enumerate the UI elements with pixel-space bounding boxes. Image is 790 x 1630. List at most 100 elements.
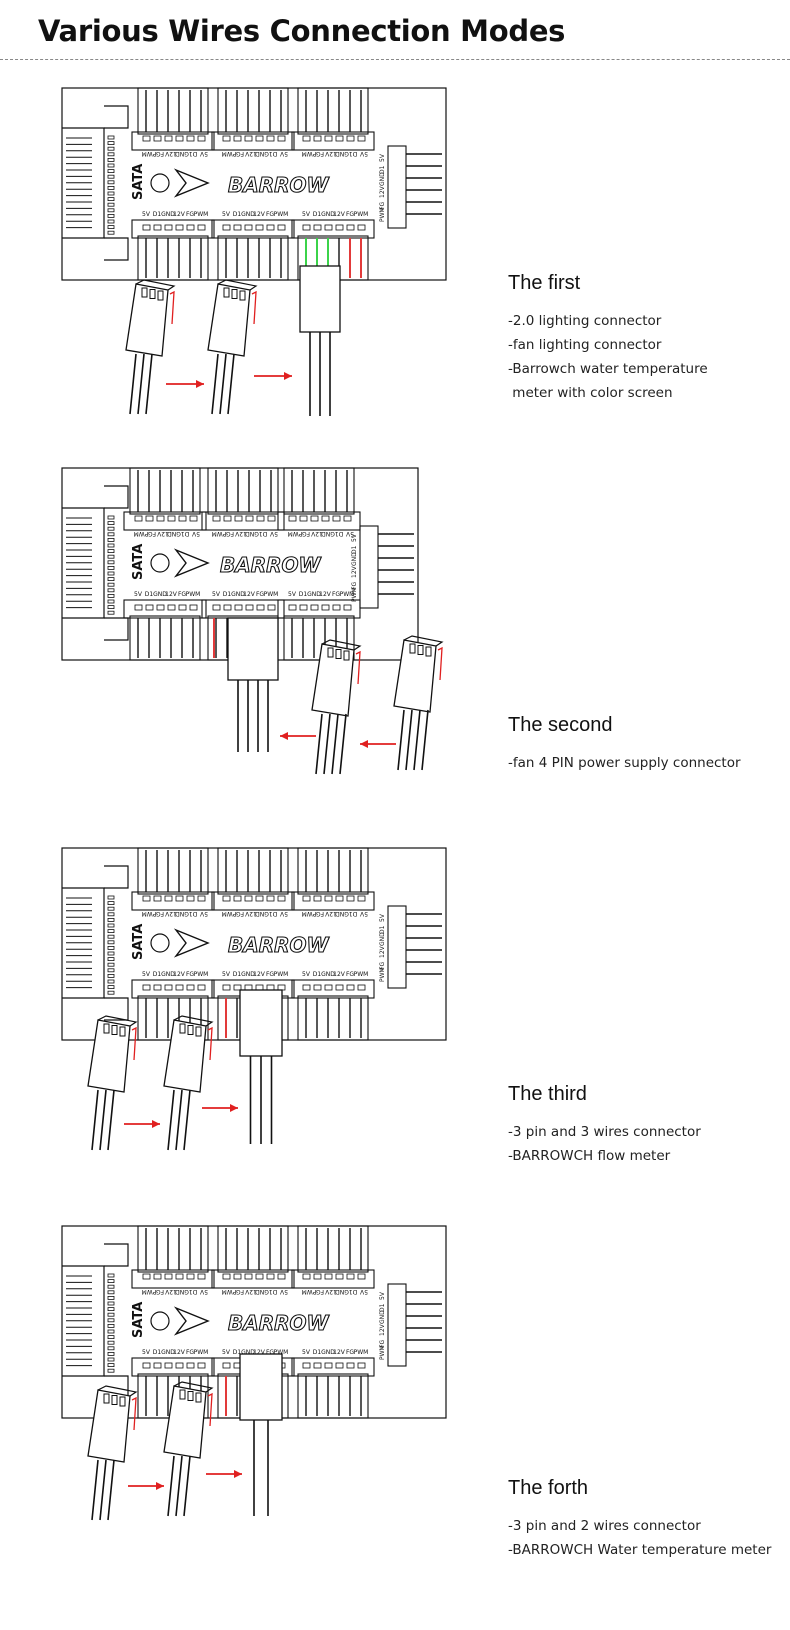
latch bbox=[437, 646, 443, 681]
pin-header bbox=[137, 87, 209, 135]
connector-slot bbox=[417, 645, 424, 655]
pin-header bbox=[137, 847, 209, 895]
sata-pad bbox=[107, 543, 115, 548]
pin-label-side: FG bbox=[379, 1340, 386, 1348]
pin-label-top: PWM bbox=[302, 910, 317, 917]
header-pad bbox=[164, 135, 173, 142]
sata-pad bbox=[107, 554, 115, 559]
pin-header bbox=[291, 979, 375, 999]
pin-label-top: FG bbox=[156, 1288, 164, 1295]
pin-label-top: GND bbox=[245, 530, 259, 537]
connector-body bbox=[311, 643, 355, 717]
sata-label: SATA bbox=[131, 544, 146, 580]
pin-label-bottom: 12V bbox=[253, 1349, 266, 1356]
sata-pad bbox=[107, 214, 115, 218]
connector-top bbox=[173, 1381, 214, 1393]
pin-label-bottom: FG bbox=[346, 971, 354, 978]
connector-4pin bbox=[227, 617, 279, 681]
connector-slot bbox=[231, 289, 238, 299]
pin-label-top: 12V bbox=[164, 150, 177, 157]
header-pad bbox=[357, 224, 366, 231]
header-pad bbox=[212, 515, 221, 522]
header-pad bbox=[222, 1273, 231, 1280]
pin-label-top: 5V bbox=[279, 1288, 288, 1295]
red-arrow-head bbox=[360, 740, 368, 748]
cable-wire bbox=[339, 713, 347, 775]
red-arrow-head bbox=[230, 1104, 238, 1112]
pin-label-top: 12V bbox=[244, 150, 257, 157]
pin-label-top: 12V bbox=[244, 910, 257, 917]
header-pad bbox=[222, 135, 231, 142]
pin-label-bottom: 12V bbox=[173, 211, 186, 218]
header-pad bbox=[178, 515, 187, 522]
pin-label-bottom: PWM bbox=[194, 971, 209, 978]
pin-label-top: 5V bbox=[359, 1288, 368, 1295]
connector-slot bbox=[103, 1023, 110, 1034]
sata-pad bbox=[107, 605, 115, 610]
pin-label-side: D1 bbox=[379, 1303, 386, 1312]
sata-pad bbox=[107, 1329, 115, 1334]
connector-slot bbox=[103, 1393, 110, 1404]
cable-wire bbox=[175, 1455, 183, 1517]
pin-header bbox=[277, 599, 361, 619]
pin-label-top: GND bbox=[167, 530, 181, 537]
pin-label-top: 5V bbox=[269, 530, 278, 537]
pin-label-side: FG bbox=[351, 582, 358, 590]
sata-pad bbox=[107, 610, 115, 615]
pin-label-bottom: 12V bbox=[173, 1349, 186, 1356]
sata-pad bbox=[107, 135, 115, 140]
header-pad bbox=[255, 984, 264, 991]
sata-label: SATA bbox=[131, 164, 146, 200]
sata-pad bbox=[107, 1318, 115, 1323]
connector-slot bbox=[179, 1023, 186, 1034]
header-pad bbox=[186, 224, 195, 231]
pin-label-side: PWM bbox=[379, 1345, 386, 1360]
pin-label-top: GND bbox=[335, 150, 349, 157]
pin-label-top: FG bbox=[236, 910, 244, 917]
caption-first: The first -2.0 lighting connector -fan l… bbox=[508, 272, 708, 405]
pin-label-top: FG bbox=[316, 150, 324, 157]
header-pad bbox=[233, 895, 242, 902]
header-pad bbox=[357, 1362, 366, 1369]
connector-slot bbox=[343, 650, 350, 661]
pin-label-bottom: 12V bbox=[319, 591, 332, 598]
pin-label-bottom: FG bbox=[256, 591, 264, 598]
pin-label-top: 5V bbox=[359, 910, 368, 917]
header-pad bbox=[357, 895, 366, 902]
header-pad bbox=[357, 135, 366, 142]
sata-pad bbox=[107, 1307, 115, 1311]
header-pad bbox=[164, 1362, 173, 1369]
header-pad bbox=[142, 135, 151, 142]
sata-pad bbox=[107, 974, 115, 978]
header-pad bbox=[324, 1362, 333, 1369]
pin-label-top: GND bbox=[255, 1288, 269, 1295]
sata-connector bbox=[104, 105, 129, 261]
pin-header bbox=[291, 1269, 375, 1289]
pin-label-top: GND bbox=[175, 150, 189, 157]
pin-header bbox=[283, 467, 355, 515]
cable-wire bbox=[405, 709, 413, 771]
sata-pad bbox=[107, 180, 115, 185]
pin-header bbox=[211, 219, 295, 239]
sata-pad bbox=[107, 962, 115, 967]
header-pad bbox=[288, 604, 297, 611]
sata-pad bbox=[107, 895, 115, 900]
header-pad bbox=[197, 1273, 206, 1280]
sata-pad bbox=[107, 571, 115, 576]
connector-fan-a bbox=[311, 639, 362, 775]
logo-icon bbox=[173, 168, 210, 198]
header-pad bbox=[233, 224, 242, 231]
pin-label-bottom: D1 bbox=[153, 971, 162, 978]
pin-label-bottom: 5V bbox=[288, 591, 297, 598]
connector-3pin-a bbox=[125, 279, 176, 415]
header-pad bbox=[197, 895, 206, 902]
pin-header bbox=[297, 995, 369, 1041]
header-pad bbox=[346, 135, 355, 142]
pin-label-top: 12V bbox=[164, 1288, 177, 1295]
header-pad bbox=[255, 895, 264, 902]
cable-wire bbox=[129, 353, 137, 415]
pin-label-top: FG bbox=[236, 150, 244, 157]
red-arrow-head bbox=[196, 380, 204, 388]
pin-label-top: D1 bbox=[259, 530, 268, 537]
